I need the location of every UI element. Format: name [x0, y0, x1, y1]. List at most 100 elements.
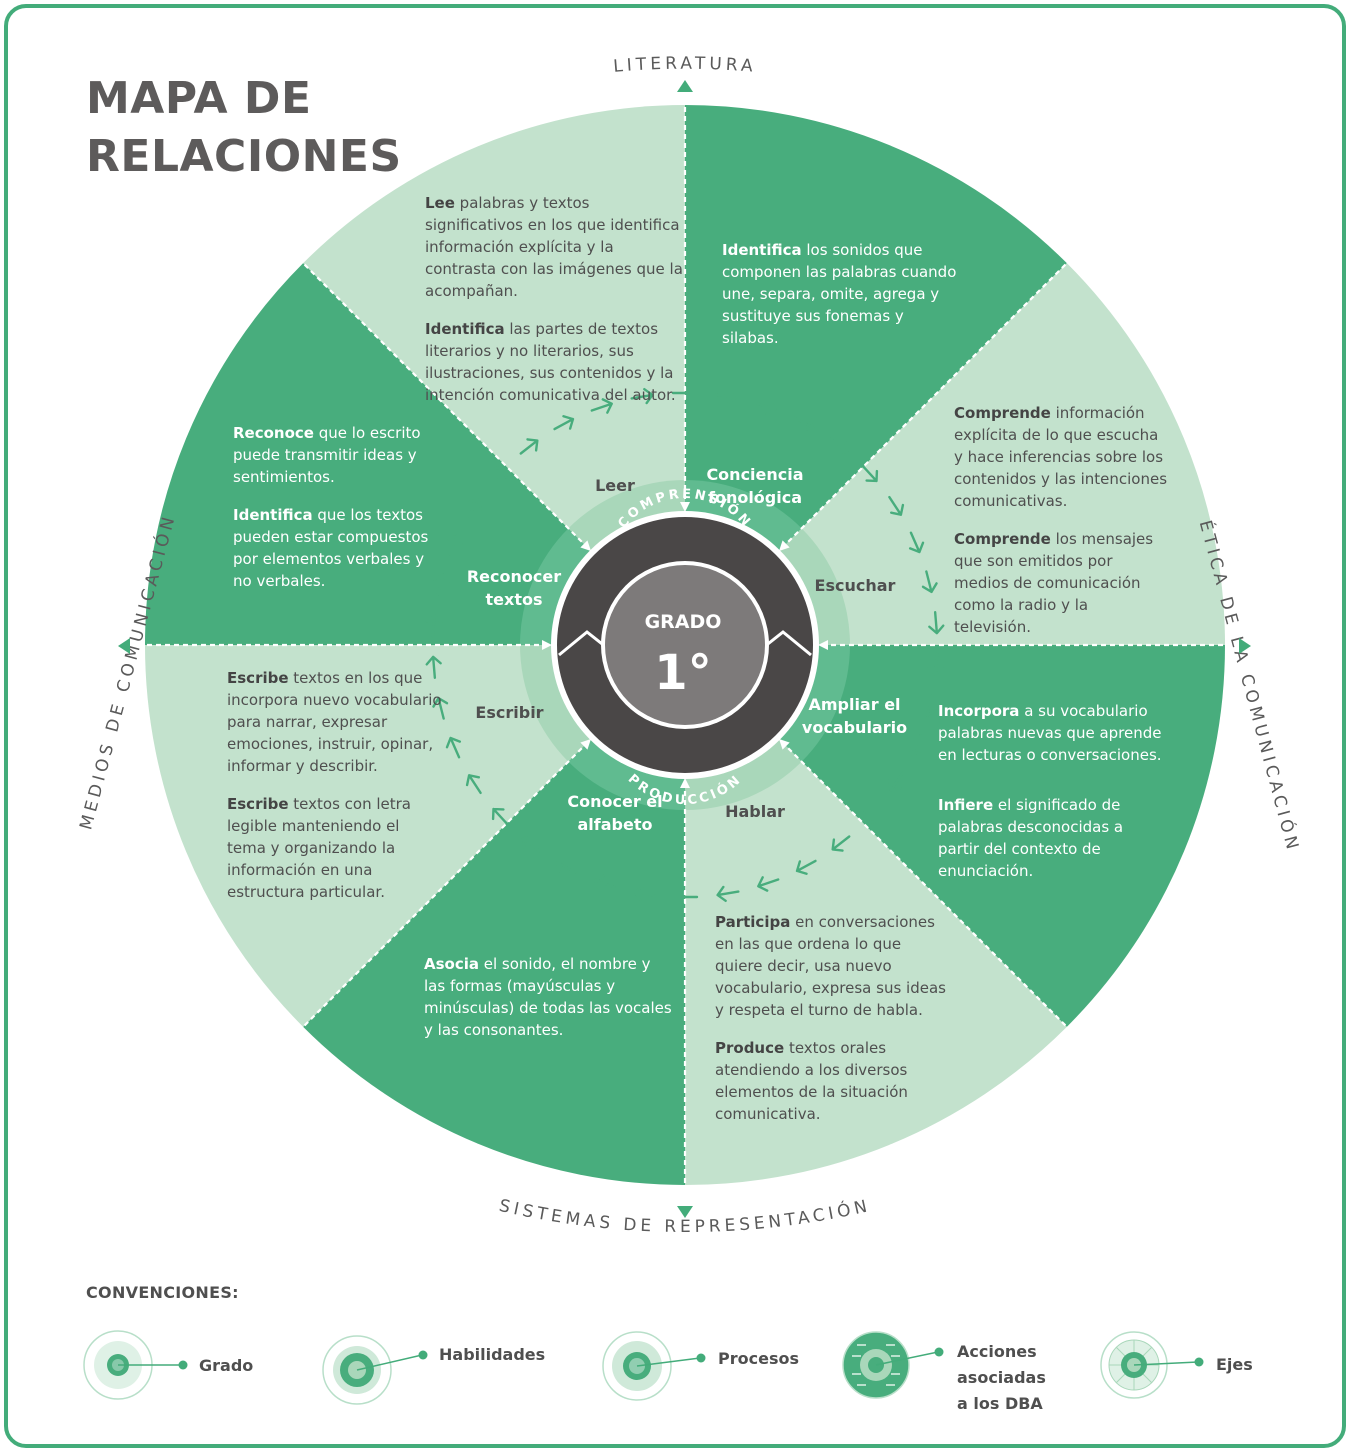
action-identifica-sonidos: Identifica los sonidos que componen las …	[722, 241, 957, 347]
sector-conciencia	[685, 105, 1067, 645]
grade-label: GRADO	[645, 611, 722, 633]
actions-alfabeto: Asocia el sonido, el nombre y las formas…	[424, 953, 672, 1057]
sector-escribir	[144, 645, 685, 1027]
cycle-arrow	[465, 774, 482, 795]
action-comprende-informacion: Comprende información explícita de lo qu…	[954, 404, 1168, 510]
cycle-arrow	[432, 696, 449, 720]
cycle-arrow	[927, 652, 945, 676]
action-escribe-legible: Escribe textos con letra legible manteni…	[227, 795, 411, 901]
legend-label-ejes: Ejes	[1216, 1355, 1253, 1374]
legend-label-habilidades: Habilidades	[439, 1345, 546, 1364]
process-conciencia-fonologica: Conciencia fonológica	[706, 465, 804, 507]
axis-label-top: LITERATURA	[613, 54, 758, 77]
action-comprende-mensajes: Comprende los mensajes que son emitidos …	[954, 530, 1154, 636]
cycle-arrow	[633, 885, 657, 902]
cycle-arrow	[888, 495, 905, 516]
cycle-arrow	[908, 531, 925, 554]
action-reconoce: Reconoce que lo escrito puede transmitir…	[233, 424, 421, 486]
action-identifica-partes: Identifica las partes de textos literari…	[425, 320, 676, 404]
conventions-heading: CONVENCIONES:	[86, 1283, 239, 1302]
legend-acciones-icon	[842, 1331, 944, 1399]
cycle-arrow	[425, 614, 443, 638]
cycle-arrow	[445, 736, 462, 759]
legend-procesos-icon	[602, 1331, 706, 1401]
cycle-arrow	[862, 805, 880, 824]
cycle-arrow	[447, 534, 463, 556]
action-infiere: Infiere el significado de palabras desco…	[938, 796, 1124, 880]
cycle-arrow	[593, 874, 616, 891]
action-asocia: Asocia el sonido, el nombre y las formas…	[424, 955, 672, 1039]
cycle-arrow	[521, 835, 541, 853]
actions-reconocer: Reconoce que lo escrito puede transmitir…	[233, 422, 433, 608]
sector-reconocer	[145, 263, 685, 645]
sector-escuchar	[685, 263, 1225, 645]
process-hablar: Hablar	[725, 802, 785, 821]
cycle-arrow	[425, 655, 442, 679]
axis-arrow-bottom	[677, 1206, 693, 1218]
cycle-arrow	[491, 807, 509, 826]
process-leer: Leer	[595, 476, 635, 495]
sector-leer	[303, 105, 685, 645]
legend-label-procesos: Procesos	[718, 1349, 799, 1368]
axis-arrow-left	[118, 638, 130, 654]
action-incorpora: Incorpora a su vocabulario palabras nuev…	[938, 702, 1162, 764]
cycle-arrow	[921, 570, 938, 594]
actions-conciencia: Identifica los sonidos que componen las …	[722, 239, 960, 365]
sector-ampliar	[685, 645, 1225, 1027]
center-inner-disc	[605, 565, 765, 725]
cycle-arrow	[757, 876, 780, 892]
cycle-arrow	[907, 734, 923, 756]
cycle-arrow	[887, 771, 904, 792]
cycle-arrow	[829, 437, 849, 455]
action-participa: Participa en conversaciones en las que o…	[715, 913, 946, 1019]
process-conocer-alfabeto: Conocer el alfabeto	[567, 792, 663, 834]
action-produce: Produce textos orales atendiendo a los d…	[715, 1039, 908, 1123]
cycle-arrow	[754, 399, 777, 416]
cycle-arrow	[674, 888, 699, 906]
legend-label-acciones: Acciones asociadas a los DBA	[957, 1342, 1046, 1413]
legend-ejes-icon	[1100, 1331, 1204, 1399]
process-ampliar-vocabulario: Ampliar el vocabulario	[801, 695, 908, 737]
axis-arrow-right	[1239, 638, 1251, 654]
page-title: MAPA DE RELACIONES	[86, 73, 402, 182]
divider-line	[779, 263, 1067, 551]
sector-hablar	[685, 645, 1067, 1185]
cycle-arrow	[433, 573, 450, 596]
cycle-arrow	[466, 498, 483, 519]
cycle-arrow	[861, 464, 879, 483]
legend-label-grado: Grado	[199, 1356, 254, 1375]
action-lee: Lee palabras y textos significativos en …	[425, 194, 683, 300]
divider-line	[779, 739, 1067, 1027]
cycle-arrow	[590, 398, 613, 414]
cycle-arrow	[553, 415, 575, 431]
actions-escuchar: Comprende información explícita de lo qu…	[954, 402, 1169, 654]
legend-icons	[83, 1330, 1204, 1405]
cycle-arrow	[793, 416, 815, 432]
process-escuchar: Escuchar	[814, 576, 896, 595]
divider-line	[303, 263, 591, 551]
cycle-arrow	[519, 438, 539, 455]
cycle-arrow	[716, 885, 740, 902]
page-frame	[4, 4, 1346, 1448]
axis-arrow-top	[677, 80, 693, 92]
svg-text:LITERATURA: LITERATURA	[613, 54, 758, 77]
cycle-arrow	[555, 858, 577, 874]
cycle-arrow	[831, 835, 851, 852]
cycle-arrow	[630, 388, 654, 405]
cycle-arrow	[920, 694, 937, 717]
cycle-arrow	[795, 859, 817, 875]
action-identifica-textos: Identifica que los textos pueden estar c…	[233, 506, 429, 590]
process-escribir: Escribir	[475, 703, 544, 722]
actions-ampliar: Incorpora a su vocabulario palabras nuev…	[938, 700, 1168, 898]
action-escribe-vocabulario: Escribe textos en los que incorpora nuev…	[227, 669, 442, 775]
cycle-arrow	[671, 384, 696, 402]
cycle-arrow	[713, 388, 737, 405]
legend-habilidades-icon	[322, 1335, 428, 1405]
divider-line	[303, 739, 591, 1027]
process-reconocer-textos: Reconocer textos	[466, 567, 562, 609]
sector-alfabeto	[303, 645, 685, 1185]
cycle-arrow	[928, 611, 945, 635]
actions-hablar: Participa en conversaciones en las que o…	[715, 911, 950, 1141]
actions-escribir: Escribe textos en los que incorpora nuev…	[227, 667, 442, 919]
